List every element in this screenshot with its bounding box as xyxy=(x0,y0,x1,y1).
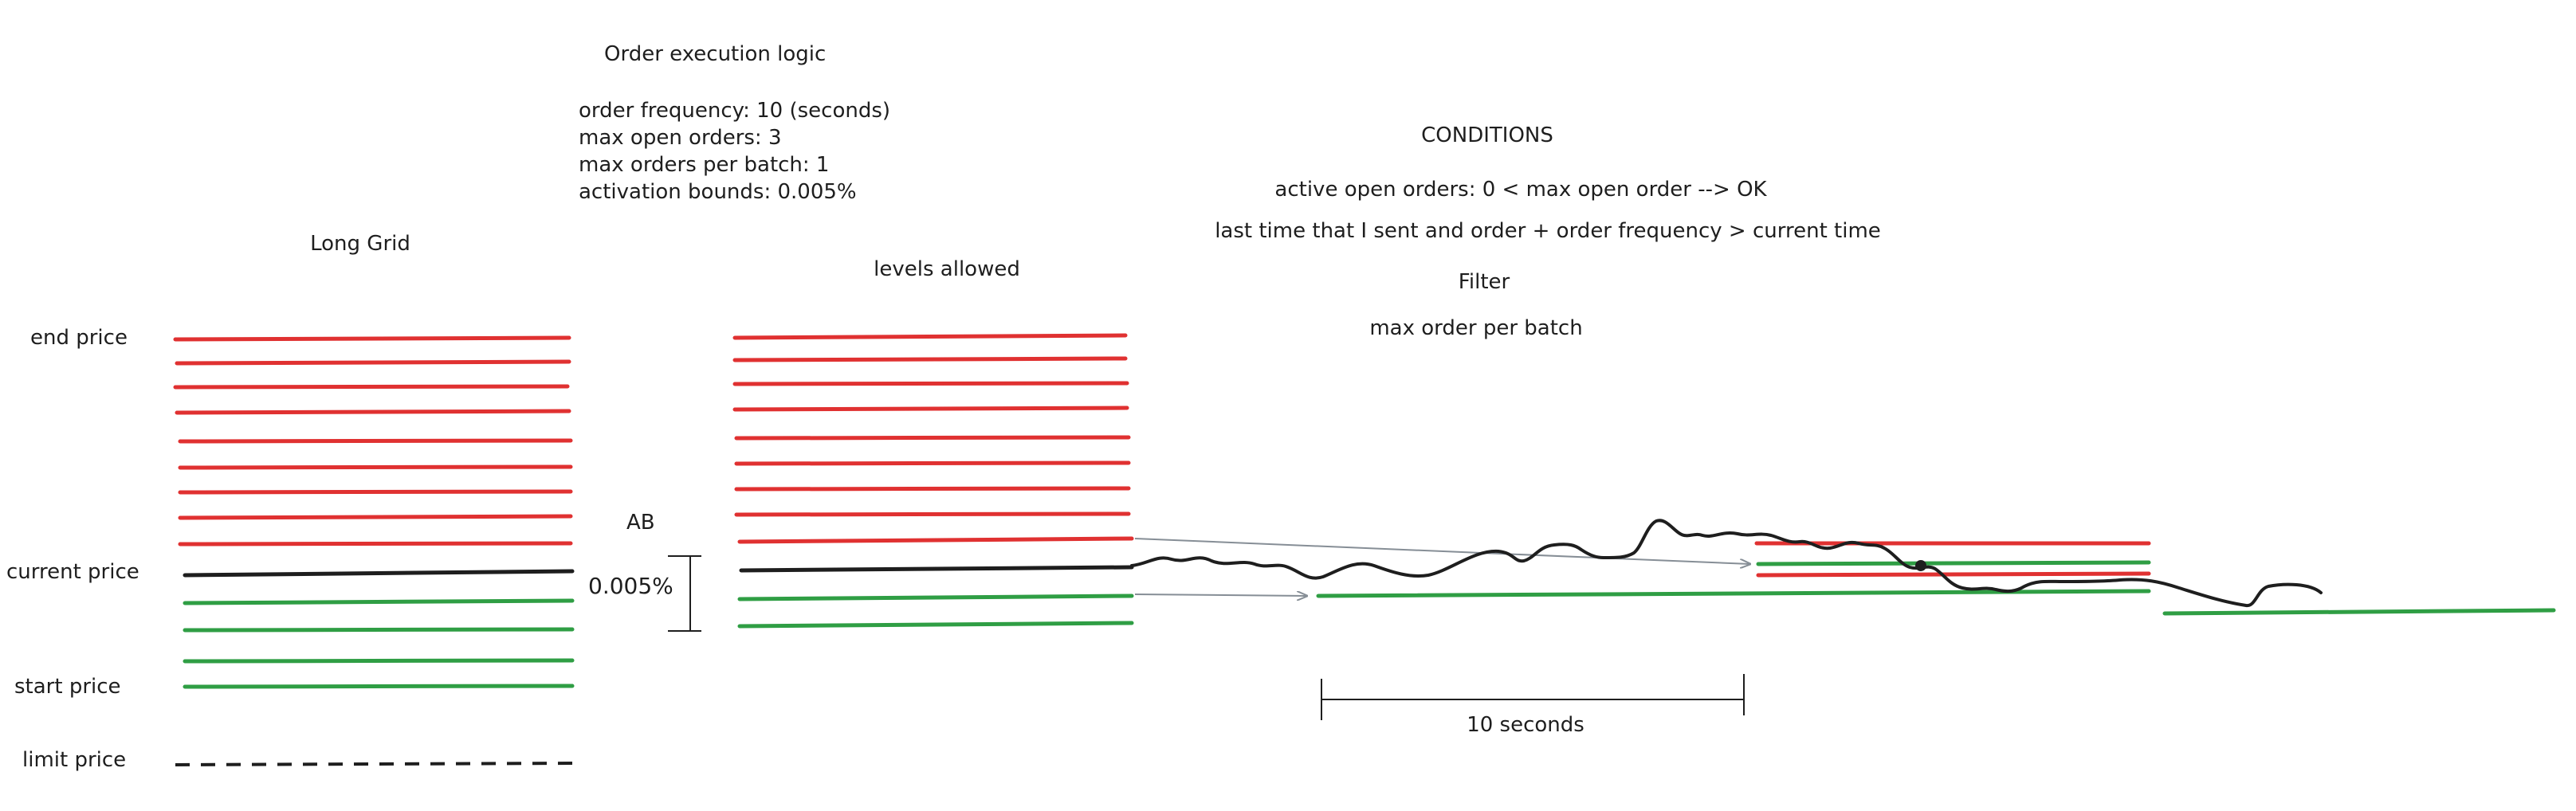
conditions-title: CONDITIONS xyxy=(1421,123,1553,147)
limit-price-label: limit price xyxy=(22,748,127,772)
sell-level-line xyxy=(178,541,573,547)
allowed-sell-level-line xyxy=(732,381,1129,386)
sell-level-line xyxy=(178,514,573,520)
filter-rule: max order per batch xyxy=(1369,316,1583,340)
allowed-sell-level-line xyxy=(734,511,1131,517)
sell-order-line xyxy=(1756,571,2151,578)
condition-order-frequency: last time that I sent and order + order … xyxy=(1215,219,1881,243)
order-arrow xyxy=(1134,538,1750,564)
buy-level-line xyxy=(183,627,575,633)
sell-level-line xyxy=(178,464,573,470)
end-price-label: end price xyxy=(30,326,128,350)
diagram-title: Order execution logic xyxy=(604,42,827,66)
param-max-open-orders: max open orders: 3 xyxy=(579,126,782,150)
condition-open-orders: active open orders: 0 < max open order -… xyxy=(1274,178,1767,202)
activation-bound-bracket xyxy=(668,555,701,632)
price-marker xyxy=(1915,560,1926,571)
activation-bound-percent-label: 0.005% xyxy=(588,573,673,599)
param-activation-bounds: activation bounds: 0.005% xyxy=(579,180,857,204)
allowed-sell-level-line xyxy=(737,536,1134,544)
start-price-label: start price xyxy=(14,675,121,699)
allowed-sell-level-line xyxy=(734,486,1131,492)
order-arrow xyxy=(1134,594,1307,596)
current-price-label: current price xyxy=(6,560,139,584)
activation-bound-ab-label: AB xyxy=(626,511,655,535)
interval-label: 10 seconds xyxy=(1467,713,1584,737)
param-max-orders-per-batch: max orders per batch: 1 xyxy=(579,153,830,177)
buy-level-line xyxy=(183,684,575,689)
buy-level-line xyxy=(183,598,575,605)
buy-order-line xyxy=(2162,608,2556,616)
parameters-block: order frequency: 10 (seconds) max open o… xyxy=(579,97,890,206)
current-price-line xyxy=(183,569,575,578)
allowed-sell-level-line xyxy=(732,406,1129,412)
param-order-frequency: order frequency: 10 (seconds) xyxy=(579,99,891,123)
sell-level-line xyxy=(175,359,571,366)
allowed-sell-level-line xyxy=(732,333,1128,340)
buy-order-line xyxy=(1756,560,2151,566)
allowed-sell-level-line xyxy=(734,435,1131,441)
buy-level-line xyxy=(183,658,575,664)
interval-bracket xyxy=(1321,674,1745,720)
filter-title: Filter xyxy=(1458,270,1510,294)
price-path xyxy=(1130,519,2323,608)
allowed-sell-level-line xyxy=(732,356,1128,362)
allowed-buy-level-line xyxy=(737,621,1134,629)
allowed-sell-level-line xyxy=(734,460,1131,466)
sell-level-line xyxy=(173,335,571,342)
long-grid-levels xyxy=(173,335,581,766)
allowed-current-price-line xyxy=(739,565,1134,573)
sell-level-line xyxy=(175,409,571,415)
levels-allowed-title: levels allowed xyxy=(874,257,1020,281)
limit-price-line xyxy=(175,762,581,766)
allowed-buy-level-line xyxy=(737,594,1134,601)
buy-order-line xyxy=(1316,589,2151,598)
sell-level-line xyxy=(173,384,570,390)
levels-allowed-levels xyxy=(732,333,1134,629)
long-grid-title: Long Grid xyxy=(310,232,410,256)
